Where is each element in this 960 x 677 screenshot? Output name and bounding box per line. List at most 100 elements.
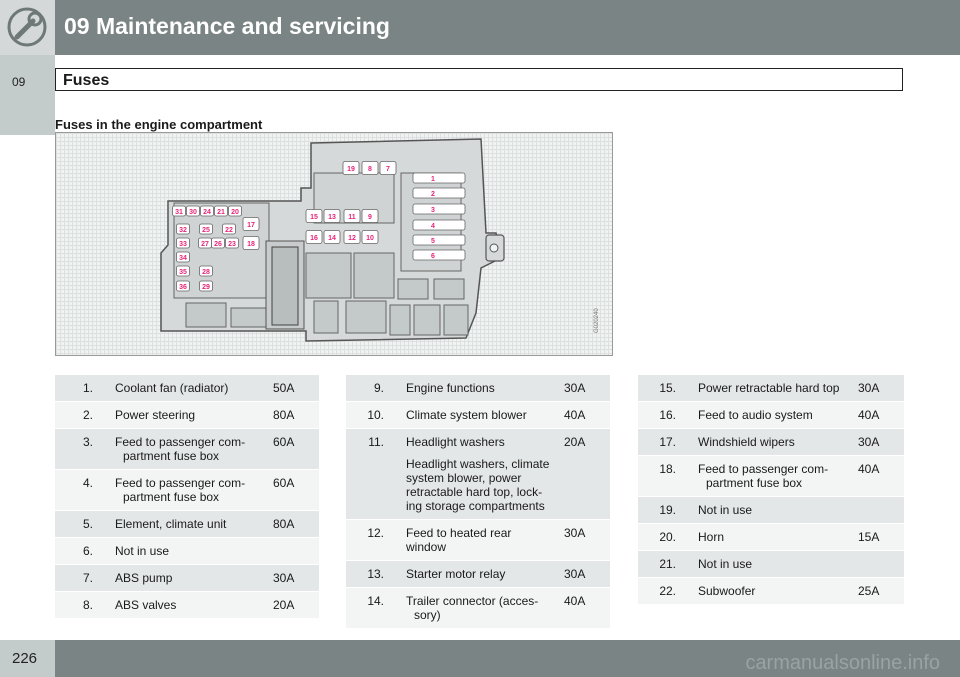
fuse-amperage: 30A bbox=[554, 519, 610, 561]
fuse-description-line: Feed to audio system bbox=[698, 408, 813, 422]
fuse-slot bbox=[176, 251, 190, 263]
fuse-slot bbox=[343, 209, 361, 223]
fuse-label: 31 bbox=[175, 209, 183, 216]
fuse-label: 30 bbox=[189, 209, 197, 216]
fuse-slot bbox=[412, 203, 466, 215]
fuse-description-line: partment fuse box bbox=[123, 449, 220, 463]
fuse-amperage: 20A bbox=[554, 428, 610, 520]
fuse-label: 33 bbox=[179, 241, 187, 248]
fuse-amperage: 40A bbox=[848, 401, 904, 429]
watermark: carmanualsonline.info bbox=[745, 652, 940, 674]
chapter-tab bbox=[0, 55, 55, 135]
fuse-label: 18 bbox=[247, 241, 255, 248]
fuse-slot bbox=[199, 265, 213, 277]
fuse-label: 13 bbox=[328, 214, 336, 221]
fuse-label: 23 bbox=[228, 241, 236, 248]
fuse-description: Engine functions bbox=[398, 374, 554, 402]
fuse-label: 36 bbox=[179, 284, 187, 291]
wrench-icon bbox=[0, 0, 55, 55]
fuse-slot bbox=[343, 230, 361, 244]
fuse-number: 7. bbox=[55, 564, 107, 592]
fuse-number: 14. bbox=[346, 587, 398, 628]
fuse-slot bbox=[176, 223, 190, 235]
fuse-label: 32 bbox=[179, 227, 187, 234]
fuse-description-line: Horn bbox=[698, 530, 725, 544]
fuse-amperage: 40A bbox=[848, 455, 904, 497]
fuse-amperage bbox=[848, 496, 904, 524]
fuse-number: 8. bbox=[55, 591, 107, 618]
fuse-slot bbox=[228, 205, 242, 217]
fuse-description-line: Power steering bbox=[115, 408, 196, 422]
fuse-label: 17 bbox=[247, 222, 255, 229]
fuse-slot bbox=[176, 280, 190, 292]
table-row: 4.Feed to passenger com-partment fuse bo… bbox=[55, 469, 319, 511]
fuse-slot bbox=[361, 161, 379, 175]
subheading: Fuses in the engine compartment bbox=[55, 117, 263, 132]
fuse-label: 9 bbox=[368, 214, 372, 221]
fuse-description: Feed to audio system bbox=[690, 401, 848, 429]
fuse-slot bbox=[176, 237, 190, 249]
fuse-amperage: 50A bbox=[263, 374, 319, 402]
fuse-slot bbox=[176, 265, 190, 277]
page-header bbox=[0, 0, 960, 55]
chapter-number: 09 bbox=[12, 75, 26, 89]
fuse-description-line: Not in use bbox=[698, 557, 753, 571]
fuse-description-line: Feed to passenger com- bbox=[115, 476, 246, 490]
fuse-slot bbox=[412, 249, 466, 261]
table-row: 8. ABS valves 20A bbox=[55, 591, 319, 618]
table-row: 21.Not in use bbox=[638, 550, 904, 578]
fuse-number: 5. bbox=[55, 510, 107, 538]
fuse-description-line: ABS pump bbox=[115, 571, 173, 585]
fuse-amperage bbox=[848, 550, 904, 578]
fuse-number: 11. bbox=[346, 428, 398, 520]
fuse-slot bbox=[222, 223, 236, 235]
fuse-amperage: 15A bbox=[848, 523, 904, 551]
fuse-number: 2. bbox=[55, 401, 107, 429]
fuse-number: 12. bbox=[346, 519, 398, 561]
table-row: 1.Coolant fan (radiator)50A bbox=[55, 374, 319, 402]
fuse-extra-line: system blower, power bbox=[406, 471, 522, 485]
fuse-label: 25 bbox=[202, 227, 210, 234]
fuse-description: Not in use bbox=[107, 537, 263, 565]
fuse-label: 10 bbox=[366, 235, 374, 242]
fuse-description-line: Feed to heated rear window bbox=[406, 526, 512, 554]
fuse-description: Feed to passenger com-partment fuse box bbox=[107, 428, 263, 470]
fuse-description-line: Element, climate unit bbox=[115, 517, 227, 531]
fuse-number: 22. bbox=[638, 577, 690, 604]
fuse-label: 14 bbox=[328, 235, 336, 242]
fuse-extra-line: Headlight washers, climate bbox=[406, 457, 550, 471]
fuse-label: 3 bbox=[431, 207, 435, 214]
fuse-slot bbox=[225, 237, 239, 249]
fuse-description: Not in use bbox=[690, 550, 848, 578]
fuse-description: Power steering bbox=[107, 401, 263, 429]
fuse-number: 4. bbox=[55, 469, 107, 511]
fuse-slot bbox=[172, 205, 186, 217]
fuse-number: 6. bbox=[55, 537, 107, 565]
fuse-amperage: 20A bbox=[263, 591, 319, 618]
fuse-amperage bbox=[263, 537, 319, 565]
fuse-slot bbox=[214, 205, 228, 217]
fuse-description-line: partment fuse box bbox=[706, 476, 803, 490]
fuse-slot bbox=[200, 205, 214, 217]
fuse-description: ABS valves bbox=[107, 591, 263, 618]
fuse-slot bbox=[199, 223, 213, 235]
diagram-code: G020240 bbox=[594, 308, 600, 333]
fuse-slot bbox=[323, 209, 341, 223]
fuse-description-line: ABS valves bbox=[115, 598, 177, 612]
fuse-amperage: 30A bbox=[848, 374, 904, 402]
fuse-description: Horn bbox=[690, 523, 848, 551]
table-row: 19.Not in use bbox=[638, 496, 904, 524]
fuse-label: 21 bbox=[217, 209, 225, 216]
fuse-description: Starter motor relay bbox=[398, 560, 554, 588]
fuse-label: 16 bbox=[310, 235, 318, 242]
fuse-amperage: 80A bbox=[263, 401, 319, 429]
